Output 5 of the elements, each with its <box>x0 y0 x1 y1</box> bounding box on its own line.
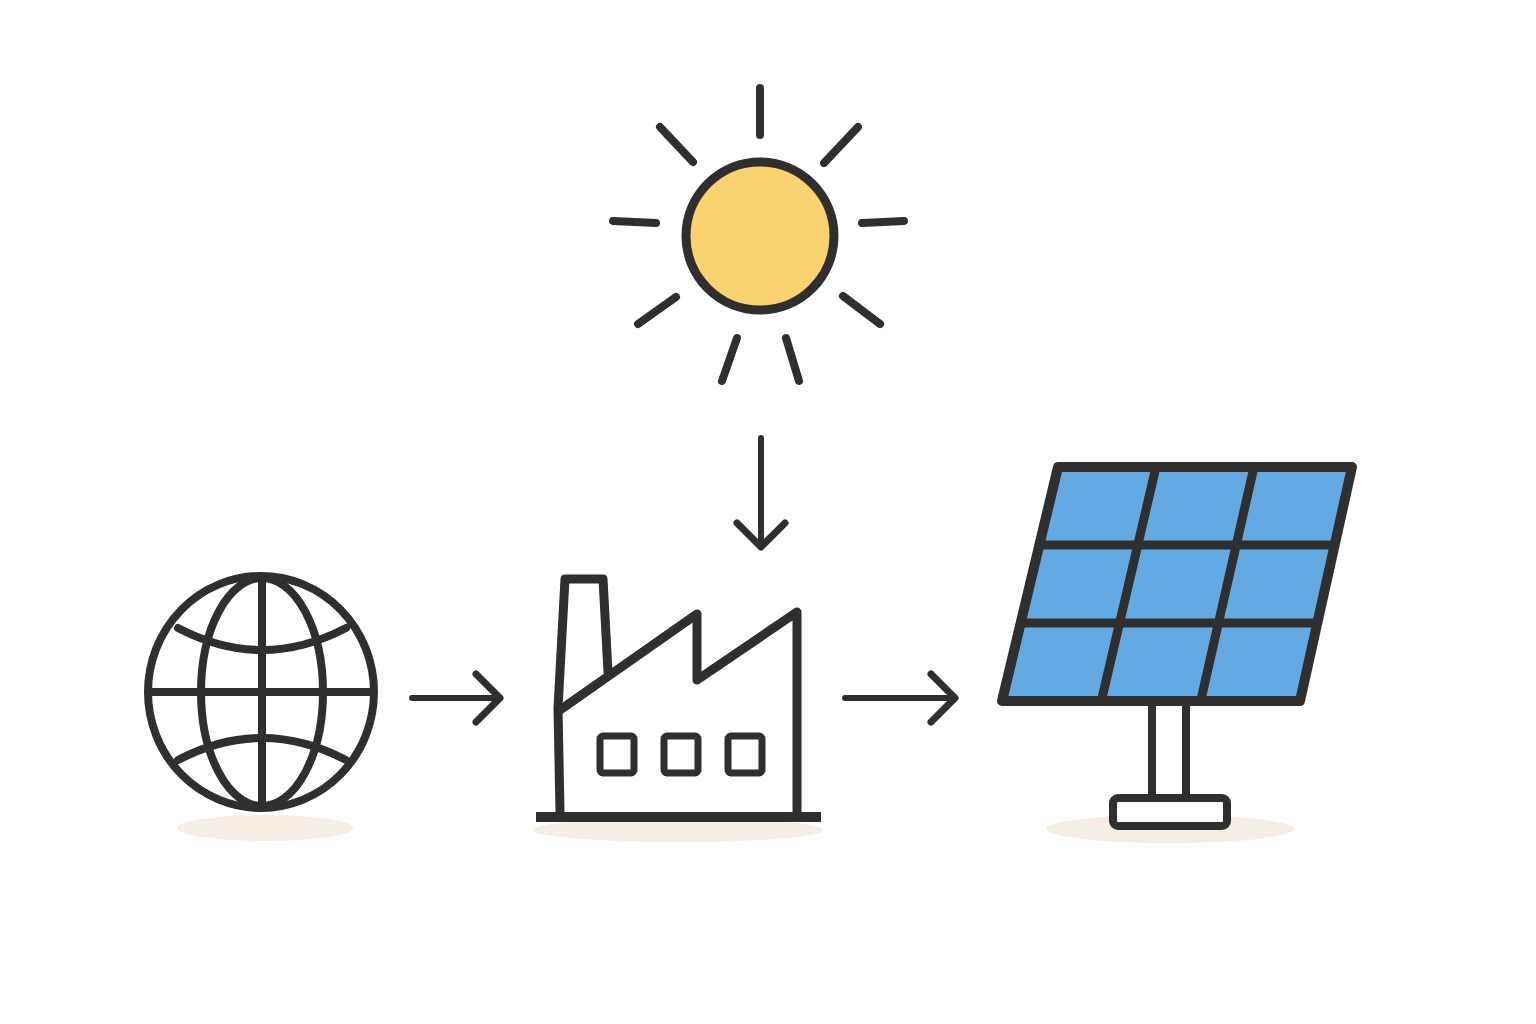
arrow <box>733 435 789 551</box>
factory-icon <box>530 572 826 844</box>
globe-icon <box>141 572 381 844</box>
arrow <box>842 670 959 726</box>
arrow <box>409 670 504 726</box>
